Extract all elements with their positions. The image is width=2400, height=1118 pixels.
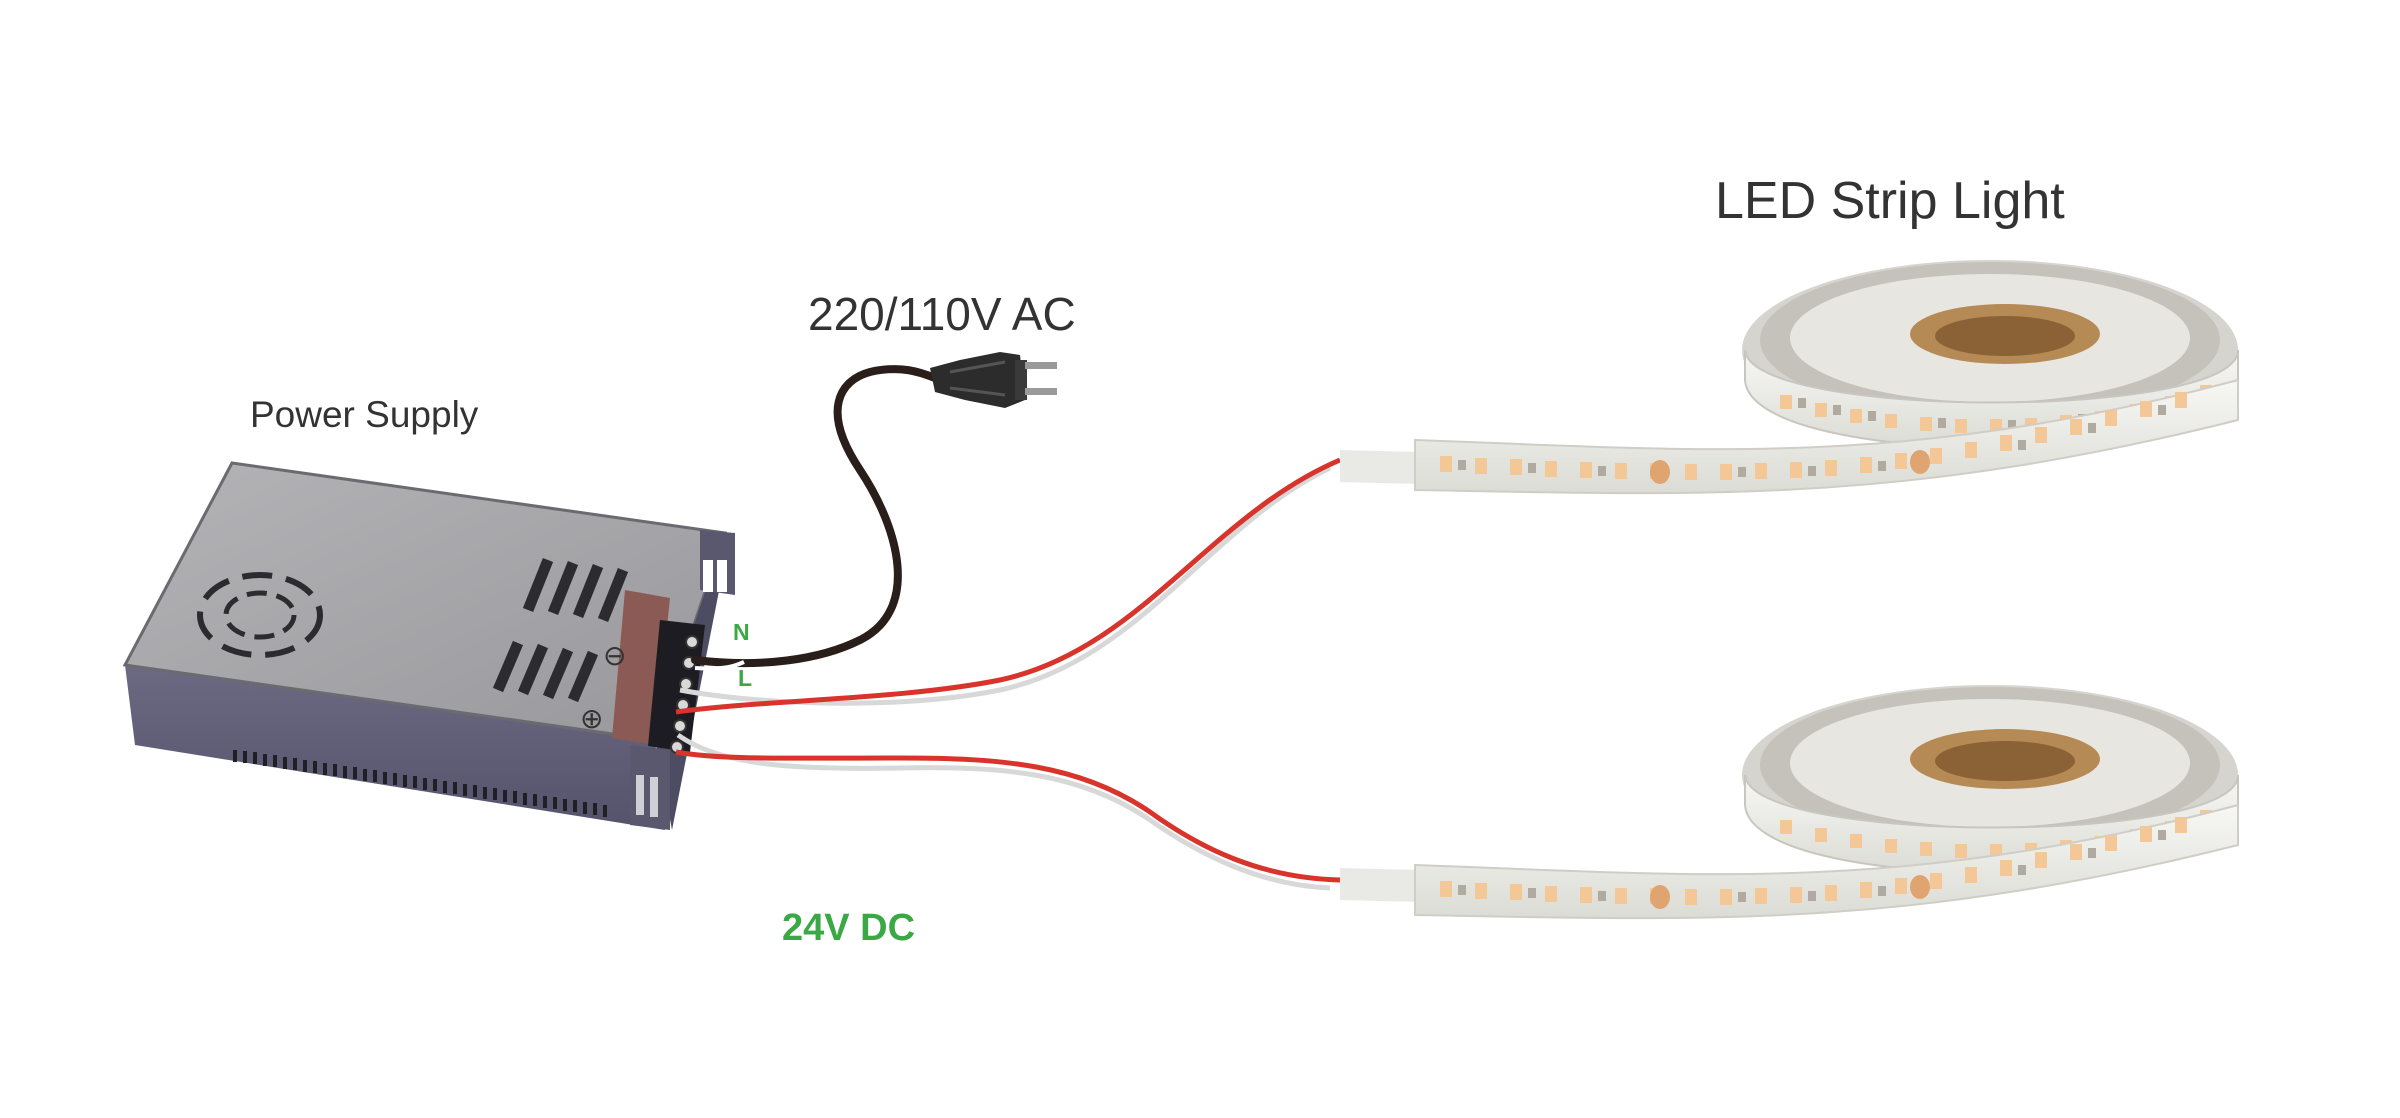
led-strip-run-upper — [1340, 378, 2239, 495]
plus-terminal-label: ⊕ — [580, 703, 603, 734]
minus-terminal-label: ⊖ — [603, 640, 626, 671]
led-strip-label: LED Strip Light — [1715, 172, 2065, 230]
power-supply-unit — [122, 461, 735, 830]
bottom-vents — [233, 750, 607, 817]
ac-input-label: 220/110V AC — [808, 288, 1076, 340]
lower-strip-red-wire — [675, 749, 1341, 883]
led-strip-reel-upper — [1742, 260, 2240, 449]
led-strip-reel-lower — [1742, 685, 2240, 874]
dc-output-label: 24V DC — [782, 907, 915, 949]
live-terminal-label: L — [738, 665, 752, 691]
ac-power-cord — [691, 365, 939, 668]
power-supply-label: Power Supply — [250, 394, 479, 435]
fan-grille-icon — [197, 572, 323, 658]
terminal-block-icon — [612, 590, 705, 754]
ac-plug-icon — [930, 352, 1057, 408]
neutral-terminal-label: N — [733, 619, 750, 645]
upper-strip-red-wire — [675, 457, 1341, 715]
upper-strip-white-wire — [679, 465, 1332, 706]
lower-strip-white-wire — [676, 732, 1331, 891]
vent-slots — [492, 557, 629, 703]
led-strip-run-lower — [1340, 803, 2239, 920]
